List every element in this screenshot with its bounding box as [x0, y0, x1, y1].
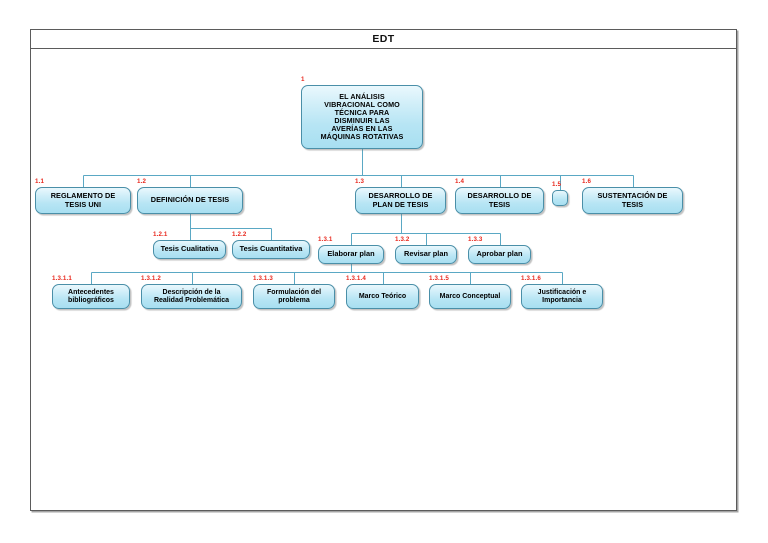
wbs-node-1-6[interactable]: SUSTENTACIÓN DE TESIS	[582, 187, 683, 214]
wbs-node-1-1[interactable]: REGLAMENTO DE TESIS UNI	[35, 187, 131, 214]
wbs-node-label: Aprobar plan	[476, 249, 523, 259]
page-title: EDT	[372, 33, 395, 45]
wbs-node-label: DEFINICIÓN DE TESIS	[150, 195, 230, 205]
wbs-node-1-3-1-6[interactable]: Justificación e Importancia	[521, 284, 603, 309]
document-frame: EDT EL ANÁLISIS VIBRACIONAL COMO TÉCNICA…	[30, 29, 737, 511]
wbs-node-label: SUSTENTACIÓN DE TESIS	[597, 191, 668, 209]
wbs-node-1-2[interactable]: DEFINICIÓN DE TESIS	[137, 187, 243, 214]
wbs-node-label: DESARROLLO DE TESIS	[467, 191, 532, 209]
wbs-node-label: Formulación del problema	[266, 288, 322, 304]
wbs-code-1-3-1-6: 1.3.1.6	[521, 275, 541, 282]
wbs-node-label: Justificación e Importancia	[537, 288, 587, 304]
diagram-title-bar: EDT	[31, 30, 736, 49]
wbs-node-label: DESARROLLO DE PLAN DE TESIS	[368, 191, 433, 209]
wbs-code-1-3-1: 1.3.1	[318, 236, 333, 243]
wbs-code-1-3-1-1: 1.3.1.1	[52, 275, 72, 282]
wbs-node-1-3[interactable]: DESARROLLO DE PLAN DE TESIS	[355, 187, 446, 214]
wbs-code-1-6: 1.6	[582, 178, 592, 185]
wbs-node-1-3-1-1[interactable]: Antecedentes bibliográficos	[52, 284, 130, 309]
wbs-node-1-3-1[interactable]: Elaborar plan	[318, 245, 384, 264]
wbs-code-1-3-1-3: 1.3.1.3	[253, 275, 273, 282]
wbs-node-label: Antecedentes bibliográficos	[68, 288, 114, 304]
wbs-node-1-3-1-3[interactable]: Formulación del problema	[253, 284, 335, 309]
wbs-node-label: Marco Teórico	[358, 292, 407, 300]
wbs-code-1-3-3: 1.3.3	[468, 236, 483, 243]
wbs-node-1-4[interactable]: DESARROLLO DE TESIS	[455, 187, 544, 214]
wbs-node-1-3-1-2[interactable]: Descripción de la Realidad Problemática	[141, 284, 242, 309]
wbs-node-label: Marco Conceptual	[439, 292, 501, 300]
wbs-node-1-2-1[interactable]: Tesis Cualitativa	[153, 240, 226, 259]
wbs-node-label: REGLAMENTO DE TESIS UNI	[50, 191, 116, 209]
wbs-node-1-3-3[interactable]: Aprobar plan	[468, 245, 531, 264]
wbs-code-1-5: 1.5	[552, 181, 562, 188]
wbs-node-1-3-2[interactable]: Revisar plan	[395, 245, 457, 264]
wbs-code-1-3-2: 1.3.2	[395, 236, 410, 243]
wbs-code-1-2: 1.2	[137, 178, 147, 185]
wbs-node-label: EL ANÁLISIS VIBRACIONAL COMO TÉCNICA PAR…	[320, 91, 404, 142]
wbs-code-1-3-1-4: 1.3.1.4	[346, 275, 366, 282]
wbs-node-1-2-2[interactable]: Tesis Cuantitativa	[232, 240, 310, 259]
wbs-node-label: Tesis Cualitativa	[160, 244, 219, 254]
wbs-node-label: Descripción de la Realidad Problemática	[153, 288, 230, 304]
wbs-code-1-3-1-2: 1.3.1.2	[141, 275, 161, 282]
wbs-code-1-3: 1.3	[355, 178, 365, 185]
wbs-code-1-2-1: 1.2.1	[153, 231, 168, 238]
wbs-code-1-4: 1.4	[455, 178, 465, 185]
wbs-node-1-3-1-5[interactable]: Marco Conceptual	[429, 284, 511, 309]
wbs-code-1-1: 1.1	[35, 178, 45, 185]
wbs-node-1-5[interactable]	[552, 190, 568, 206]
wbs-node-label: Elaborar plan	[327, 249, 375, 259]
wbs-node-1[interactable]: EL ANÁLISIS VIBRACIONAL COMO TÉCNICA PAR…	[301, 85, 423, 149]
wbs-node-label: Revisar plan	[404, 249, 448, 259]
wbs-node-1-3-1-4[interactable]: Marco Teórico	[346, 284, 419, 309]
wbs-code-1-2-2: 1.2.2	[232, 231, 247, 238]
wbs-node-label: Tesis Cuantitativa	[239, 244, 303, 254]
diagram-canvas[interactable]: EL ANÁLISIS VIBRACIONAL COMO TÉCNICA PAR…	[31, 49, 736, 510]
wbs-code-1-3-1-5: 1.3.1.5	[429, 275, 449, 282]
wbs-code-1: 1	[301, 76, 305, 83]
